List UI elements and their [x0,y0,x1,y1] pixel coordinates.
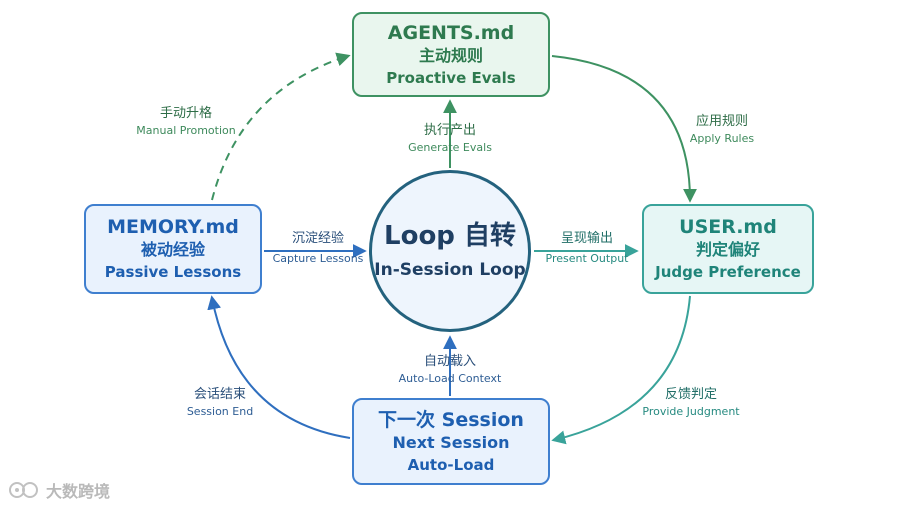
watermark: 大数跨境 [8,478,110,502]
label-provide-judgment: 反馈判定 Provide Judgment [635,386,747,420]
capture-lessons-en: Capture Lessons [272,252,364,265]
apply-rules-en: Apply Rules [689,132,755,145]
memory-title: MEMORY.md [107,216,239,238]
auto-load-zh: 自动载入 [423,354,476,369]
node-next-session: 下一次 Session Next Session Auto-Load [352,398,550,485]
node-agents-md: AGENTS.md 主动规则 Proactive Evals [352,12,550,97]
label-manual-promotion: 手动升格 Manual Promotion [126,105,246,139]
capture-lessons-zh: 沉淀经验 [291,231,344,246]
agents-en-label: Proactive Evals [386,68,516,87]
node-user-md: USER.md 判定偏好 Judge Preference [642,204,814,294]
agents-zh-label: 主动规则 [418,45,483,65]
provide-judgment-en: Provide Judgment [642,405,740,418]
node-center-loop: Loop 自转 In-Session Loop [369,170,531,332]
present-output-zh: 呈现输出 [560,231,613,246]
label-session-end: 会话结束 Session End [170,386,270,420]
memory-en-label: Passive Lessons [104,263,242,281]
user-title: USER.md [679,216,777,238]
apply-rules-zh: 应用规则 [695,114,748,129]
present-output-en: Present Output [545,252,629,265]
session-end-zh: 会话结束 [193,387,246,402]
next-title: 下一次 Session [378,408,524,431]
manual-promotion-zh: 手动升格 [159,106,212,121]
watermark-text: 大数跨境 [46,482,111,501]
label-capture-lessons: 沉淀经验 Capture Lessons [270,230,366,267]
label-present-output: 呈现输出 Present Output [540,230,634,267]
edge-provide-judgment [551,295,691,445]
node-memory-md: MEMORY.md 被动经验 Passive Lessons [84,204,262,294]
auto-load-en: Auto-Load Context [398,372,502,385]
generate-evals-zh: 执行产出 [423,123,476,138]
provide-judgment-zh: 反馈判定 [664,387,717,402]
center-subtitle: In-Session Loop [374,260,526,280]
label-generate-evals: 执行产出 Generate Evals [400,122,500,156]
user-en-label: Judge Preference [655,263,801,281]
memory-zh-label: 被动经验 [140,240,205,259]
manual-promotion-en: Manual Promotion [136,124,236,137]
label-apply-rules: 应用规则 Apply Rules [672,113,772,147]
center-title: Loop 自转 [384,221,516,251]
generate-evals-en: Generate Evals [408,141,492,154]
user-zh-label: 判定偏好 [695,240,760,259]
label-auto-load: 自动载入 Auto-Load Context [395,353,505,387]
edge-manual-promotion [211,52,351,201]
session-end-en: Session End [186,405,254,418]
watermark-logo-icon [9,482,38,498]
agents-title: AGENTS.md [387,21,515,44]
edge-apply-rules [551,55,697,203]
next-en-label: Auto-Load [407,455,495,474]
edge-session-end [207,295,351,439]
next-zh-label: Next Session [392,432,510,452]
